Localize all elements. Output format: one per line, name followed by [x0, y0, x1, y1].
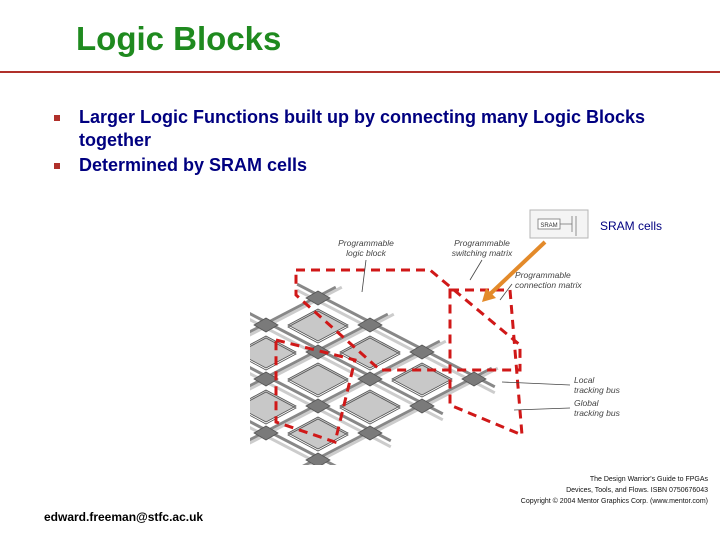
block-grid: [250, 282, 499, 465]
tracking-bus: [250, 339, 441, 442]
label-programmable-logic-block-line2: logic block: [346, 248, 386, 258]
tracking-bus: [250, 285, 343, 337]
bullet-item: Determined by SRAM cells: [54, 154, 674, 177]
tracking-bus: [296, 288, 496, 395]
logic-block-edge: [339, 337, 401, 371]
bullet-marker-icon: [54, 163, 60, 169]
tracking-bus: [308, 366, 499, 465]
leader-logic-block: [361, 259, 367, 293]
dashed-outline-left: [274, 338, 357, 444]
switch-block: [305, 398, 331, 414]
bullet-text: Larger Logic Functions built up by conne…: [79, 107, 646, 150]
switch-block: [357, 425, 383, 441]
dashed-outlines: [274, 268, 524, 444]
tracking-bus: [250, 372, 392, 449]
logic-block-edge: [339, 391, 401, 425]
tracking-bus: [250, 339, 447, 445]
sram-box-label: SRAM: [540, 223, 557, 229]
logic-block: [339, 389, 401, 423]
logic-block-edge: [391, 364, 453, 398]
sram-cell-inset: SRAM: [529, 209, 589, 239]
switch-block: [409, 344, 435, 360]
logic-block-edge: [287, 364, 349, 398]
logic-block-edge: [287, 310, 349, 344]
tracking-bus: [250, 426, 326, 465]
switch-block: [253, 317, 279, 333]
title-divider: [0, 71, 720, 73]
switch-block: [357, 317, 383, 333]
logic-block: [250, 335, 297, 369]
label-programmable-switching-matrix-line1: Programmable: [454, 238, 510, 248]
tracking-bus: [250, 312, 444, 416]
dashed-outline-right: [448, 288, 524, 438]
label-global-tracking-bus-line2: tracking bus: [574, 408, 621, 418]
credit-line: The Design Warrior's Guide to FPGAs: [589, 476, 708, 483]
label-programmable-logic-block-line1: Programmable: [338, 238, 394, 248]
tracking-bus: [250, 312, 389, 388]
leader-switching-matrix: [469, 259, 483, 281]
switch-block: [253, 425, 279, 441]
fpga-logic-block-diagram: SRAM SRAM cells Programmable logic block…: [250, 209, 662, 465]
tracking-bus: [250, 366, 392, 443]
logic-block: [391, 362, 453, 396]
bullet-item: Larger Logic Functions built up by conne…: [54, 106, 674, 152]
leader-global-bus: [513, 407, 571, 411]
tracking-bus: [250, 285, 337, 334]
credit-line: Devices, Tools, and Flows. ISBN 07506760…: [566, 487, 708, 494]
switch-block: [409, 398, 435, 414]
label-programmable-connection-matrix-line1: Programmable: [515, 270, 571, 280]
switch-block: [461, 371, 487, 387]
author-email: edward.freeman@stfc.ac.uk: [44, 510, 204, 524]
label-global-tracking-bus-line1: Global: [574, 398, 600, 408]
tracking-bus: [250, 318, 444, 422]
slide-title: Logic Blocks: [76, 20, 282, 57]
logic-block: [287, 362, 349, 396]
logic-block: [250, 389, 297, 423]
switch-block: [305, 290, 331, 306]
tracking-bus: [250, 312, 395, 391]
logic-block-edge: [250, 337, 297, 371]
switch-block: [357, 371, 383, 387]
logic-block-edge: [250, 391, 297, 425]
leader-connection-matrix: [499, 283, 513, 301]
switch-block: [305, 452, 331, 465]
label-programmable-switching-matrix-line2: switching matrix: [452, 248, 513, 258]
tracking-bus: [302, 366, 493, 465]
bullet-marker-icon: [54, 115, 60, 121]
tracking-bus: [250, 420, 337, 465]
logic-block: [287, 416, 349, 450]
credit-block: The Design Warrior's Guide to FPGAs Devi…: [448, 474, 708, 507]
switch-block: [253, 371, 279, 387]
credit-line: Copyright © 2004 Mentor Graphics Corp. (…: [520, 498, 708, 505]
sram-cells-label: SRAM cells: [600, 219, 662, 233]
bullet-text: Determined by SRAM cells: [79, 155, 308, 175]
sram-arrow-icon: [482, 240, 547, 302]
logic-block: [287, 308, 349, 342]
dashed-outline-upper: [294, 268, 522, 372]
label-programmable-connection-matrix-line2: connection matrix: [515, 280, 582, 290]
label-local-tracking-bus-line1: Local: [574, 375, 595, 385]
bullet-list: Larger Logic Functions built up by conne…: [54, 106, 674, 179]
leader-local-bus: [501, 381, 571, 386]
label-local-tracking-bus-line2: tracking bus: [574, 385, 621, 395]
